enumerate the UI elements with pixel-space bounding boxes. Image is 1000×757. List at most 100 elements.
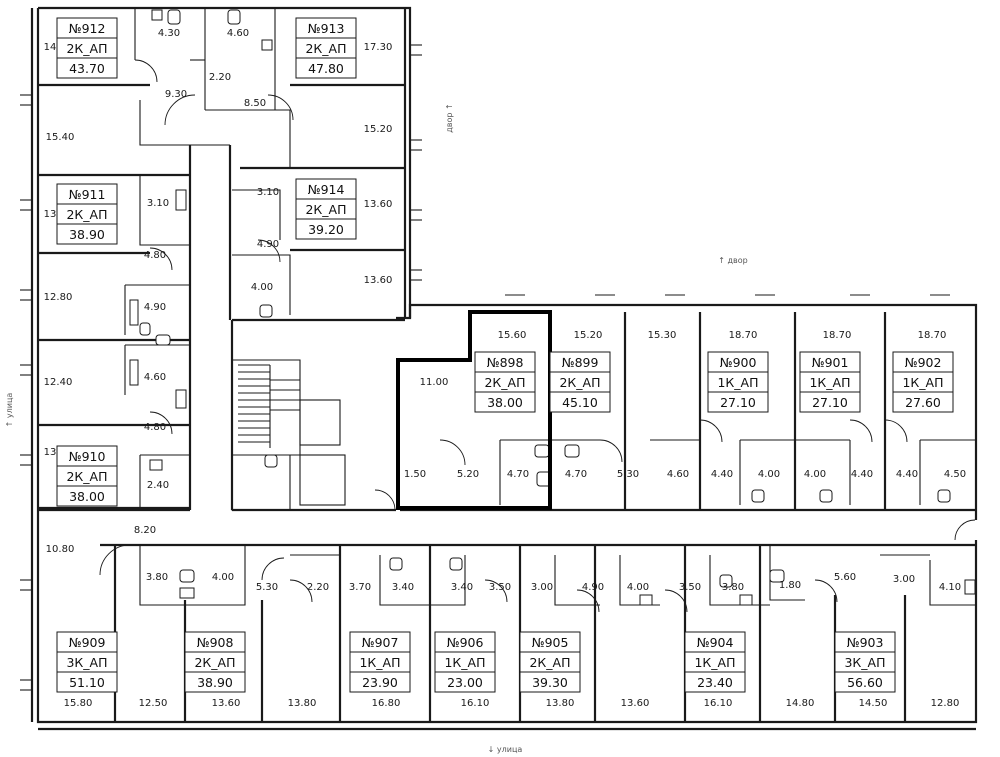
room-area: 4.00	[212, 572, 234, 583]
apartment-type: 1К_АП	[694, 655, 735, 670]
apartment-num: №908	[197, 635, 234, 650]
apartment-label-1: №912 2К_АП 43.70	[56, 17, 118, 79]
apartment-type: 2К_АП	[559, 375, 600, 390]
room-area: 4.90	[144, 302, 166, 313]
room-area: 5.20	[457, 469, 479, 480]
room-area: 3.10	[147, 198, 169, 209]
room-area: 3.50	[489, 582, 511, 593]
room-area: 17.30	[364, 42, 393, 53]
room-area: 15.40	[46, 132, 75, 143]
room-area: 3.00	[531, 582, 553, 593]
apartment-type: 2К_АП	[194, 655, 235, 670]
apartment-num: №906	[447, 635, 484, 650]
apartment-num: №898	[487, 355, 524, 370]
apartment-area: 45.10	[562, 395, 598, 410]
apartment-type: 2К_АП	[305, 202, 346, 217]
street-label-south: ↓ улица	[488, 745, 523, 754]
room-area: 13.60	[364, 199, 393, 210]
room-area: 18.70	[823, 330, 852, 341]
room-area: 18.70	[729, 330, 758, 341]
staircase	[238, 364, 300, 448]
apartment-num: №911	[69, 187, 106, 202]
apartment-label-cell	[707, 391, 769, 413]
room-area: 2.20	[209, 72, 231, 83]
apartment-label-cell	[56, 671, 118, 693]
apartment-area: 38.90	[197, 675, 233, 690]
room-area: 4.70	[507, 469, 529, 480]
apartment-label-cell	[349, 671, 411, 693]
room-area: 4.00	[627, 582, 649, 593]
apartment-num: №899	[562, 355, 599, 370]
apartment-type: 2К_АП	[66, 469, 107, 484]
fixtures	[129, 9, 976, 606]
apartment-area: 51.10	[69, 675, 105, 690]
street-label-west: ↑ улица	[5, 393, 14, 428]
room-area: 4.60	[144, 372, 166, 383]
apartment-num: №900	[720, 355, 757, 370]
room-area: 15.60	[498, 330, 527, 341]
room-area: 4.40	[896, 469, 918, 480]
room-area: 3.00	[893, 574, 915, 585]
room-area: 9.30	[165, 89, 187, 100]
room-area: 16.80	[372, 698, 401, 709]
apartment-area: 47.80	[308, 61, 344, 76]
apartment-type: 1К_АП	[809, 375, 850, 390]
room-area: 4.80	[144, 250, 166, 261]
room-area: 5.60	[834, 572, 856, 583]
room-area: 13.60	[212, 698, 241, 709]
apartment-num: №902	[905, 355, 942, 370]
room-area: 2.40	[147, 480, 169, 491]
room-area: 5.30	[617, 469, 639, 480]
room-area: 4.40	[711, 469, 733, 480]
room-area: 18.70	[918, 330, 947, 341]
apartment-num: №913	[308, 21, 345, 36]
apartment-num: №905	[532, 635, 569, 650]
apartment-type: 1К_АП	[444, 655, 485, 670]
room-area: 8.20	[134, 525, 156, 536]
apartment-label-cell	[56, 485, 118, 507]
apartment-num: №912	[69, 21, 106, 36]
apartment-area: 43.70	[69, 61, 105, 76]
apartment-label-5: №910 2К_АП 38.00	[56, 445, 118, 507]
yard-label-top: ↑ двор	[718, 256, 747, 265]
room-area: 11.00	[420, 377, 449, 388]
apartment-area: 27.10	[720, 395, 756, 410]
apartment-area: 38.00	[69, 489, 105, 504]
room-area: 15.80	[64, 698, 93, 709]
apartment-area: 38.00	[487, 395, 523, 410]
room-area: 13.80	[546, 698, 575, 709]
apartment-type: 2К_АП	[66, 41, 107, 56]
apartment-area: 23.90	[362, 675, 398, 690]
apartment-label-cell	[519, 671, 581, 693]
room-area: 3.80	[146, 572, 168, 583]
apartment-label-cell	[684, 671, 746, 693]
apartment-label-cell	[549, 391, 611, 413]
apartment-num: №910	[69, 449, 106, 464]
room-area: 4.00	[758, 469, 780, 480]
apartment-type: 2К_АП	[66, 207, 107, 222]
room-area: 1.50	[404, 469, 426, 480]
apartment-label-cell	[184, 671, 246, 693]
apartment-label-cell	[56, 57, 118, 79]
apartment-label-cell	[56, 223, 118, 245]
apartment-type: 2К_АП	[484, 375, 525, 390]
room-area: 3.70	[349, 582, 371, 593]
room-area: 15.20	[574, 330, 603, 341]
apartment-type: 3К_АП	[66, 655, 107, 670]
apartment-labels: №9122К_АП43.70№9132К_АП47.80№9112К_АП38.…	[56, 17, 954, 693]
apartment-area: 23.40	[697, 675, 733, 690]
apartment-label-7: №899 2К_АП 45.10	[549, 351, 611, 413]
room-area: 4.70	[565, 469, 587, 480]
room-area: 4.80	[144, 422, 166, 433]
room-area: 13.80	[288, 698, 317, 709]
